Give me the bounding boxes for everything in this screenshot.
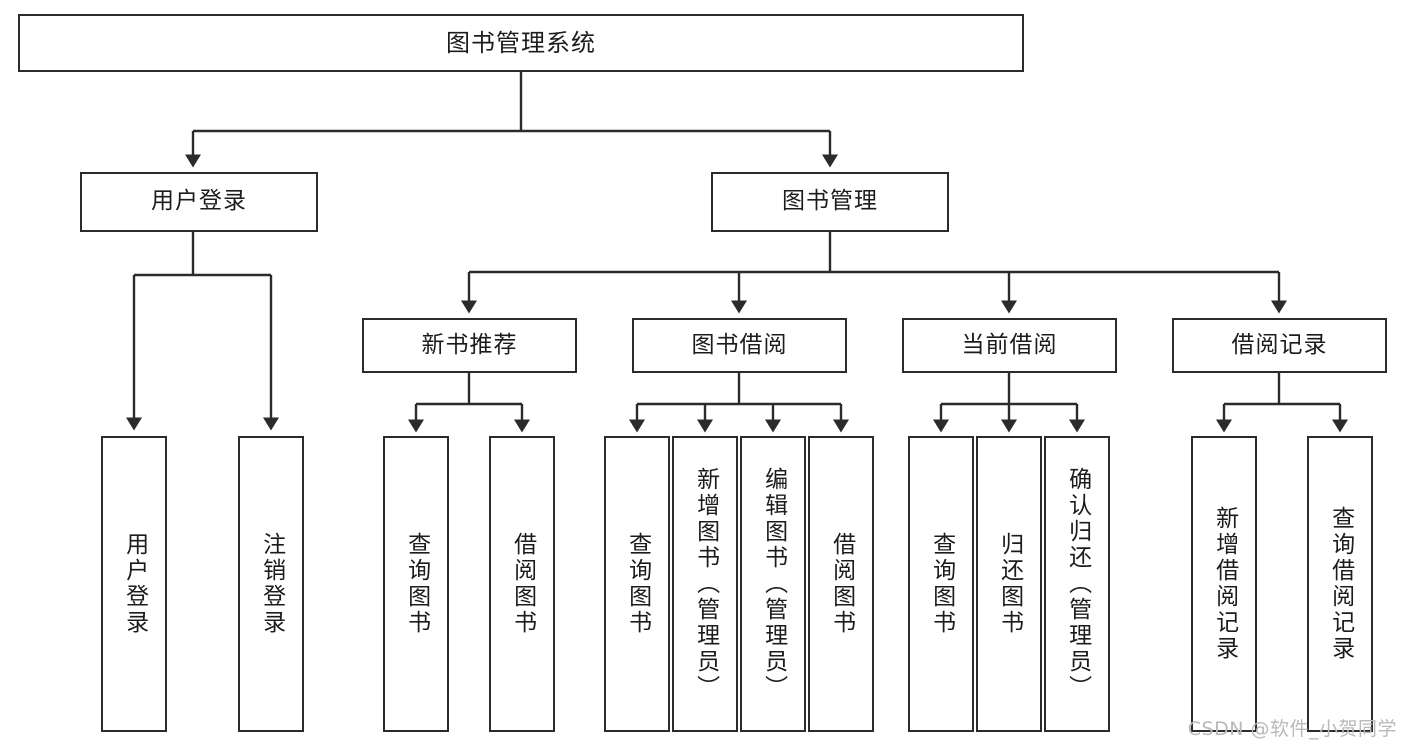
leaf-label: 借阅图书 [828,532,855,636]
leaf-borrow-add-book-admin[interactable]: 新增图书（管理员） [672,436,738,732]
leaf-current-confirm-return-admin[interactable]: 确认归还（管理员） [1044,436,1110,732]
leaf-borrow-query-book[interactable]: 查询图书 [604,436,670,732]
leaf-label: 查询图书 [624,532,651,636]
leaf-borrow-edit-book-admin[interactable]: 编辑图书（管理员） [740,436,806,732]
leaf-label: 查询借阅记录 [1327,506,1354,662]
node-user-login[interactable]: 用户登录 [80,172,318,232]
node-root-system[interactable]: 图书管理系统 [18,14,1024,72]
leaf-label: 查询图书 [403,532,430,636]
leaf-label: 编辑图书（管理员） [760,467,787,701]
node-book-management[interactable]: 图书管理 [711,172,949,232]
leaf-borrow-borrow-book[interactable]: 借阅图书 [808,436,874,732]
leaf-user-login-logout[interactable]: 注销登录 [238,436,304,732]
leaf-label: 用户登录 [121,532,148,636]
node-current-borrow[interactable]: 当前借阅 [902,318,1117,373]
watermark-text: CSDN @软件_小贺同学 [1187,718,1397,740]
leaf-new-book-borrow[interactable]: 借阅图书 [489,436,555,732]
leaf-label: 借阅图书 [509,532,536,636]
leaf-label: 新增借阅记录 [1211,506,1238,662]
leaf-label: 确认归还（管理员） [1064,467,1091,701]
leaf-current-return-book[interactable]: 归还图书 [976,436,1042,732]
leaf-record-add-record[interactable]: 新增借阅记录 [1191,436,1257,732]
leaf-label: 新增图书（管理员） [692,467,719,701]
node-book-borrow[interactable]: 图书借阅 [632,318,847,373]
leaf-record-query-record[interactable]: 查询借阅记录 [1307,436,1373,732]
node-borrow-record[interactable]: 借阅记录 [1172,318,1387,373]
leaf-label: 归还图书 [996,532,1023,636]
leaf-user-login-login[interactable]: 用户登录 [101,436,167,732]
node-new-book-recommend[interactable]: 新书推荐 [362,318,577,373]
leaf-label: 查询图书 [928,532,955,636]
leaf-new-book-query[interactable]: 查询图书 [383,436,449,732]
leaf-label: 注销登录 [258,532,285,636]
leaf-current-query-book[interactable]: 查询图书 [908,436,974,732]
